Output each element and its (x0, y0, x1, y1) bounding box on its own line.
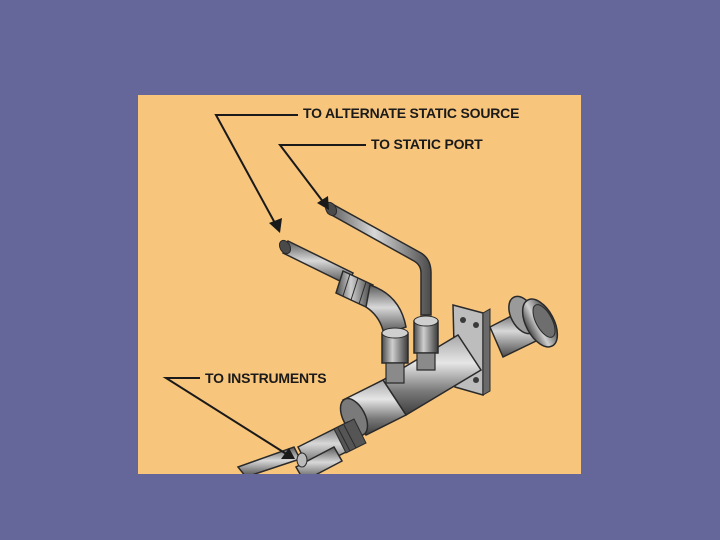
leader-instruments (162, 377, 289, 456)
valve-knob (489, 295, 559, 359)
alternate-source-tube (278, 239, 407, 337)
leader-arrowheads (269, 196, 329, 459)
label-to-instruments: TO INSTRUMENTS (205, 370, 327, 386)
arrowhead-alternate-static-source (269, 218, 282, 233)
upper-fittings (381, 315, 439, 384)
static-port-tube (324, 201, 432, 316)
static-source-valve-diagram: TO ALTERNATE STATIC SOURCE TO STATIC POR… (138, 95, 581, 474)
leader-alternate-static-source (214, 114, 298, 226)
valve-illustration (138, 95, 581, 474)
label-to-alternate-static-source: TO ALTERNATE STATIC SOURCE (303, 105, 520, 121)
label-to-static-port: TO STATIC PORT (371, 136, 483, 152)
instrument-fitting (294, 418, 367, 474)
valve-body (339, 333, 483, 437)
leader-static-port (277, 144, 366, 204)
arrowhead-instruments (281, 448, 295, 459)
leader-lines (162, 114, 366, 456)
arrowhead-static-port (317, 196, 329, 210)
